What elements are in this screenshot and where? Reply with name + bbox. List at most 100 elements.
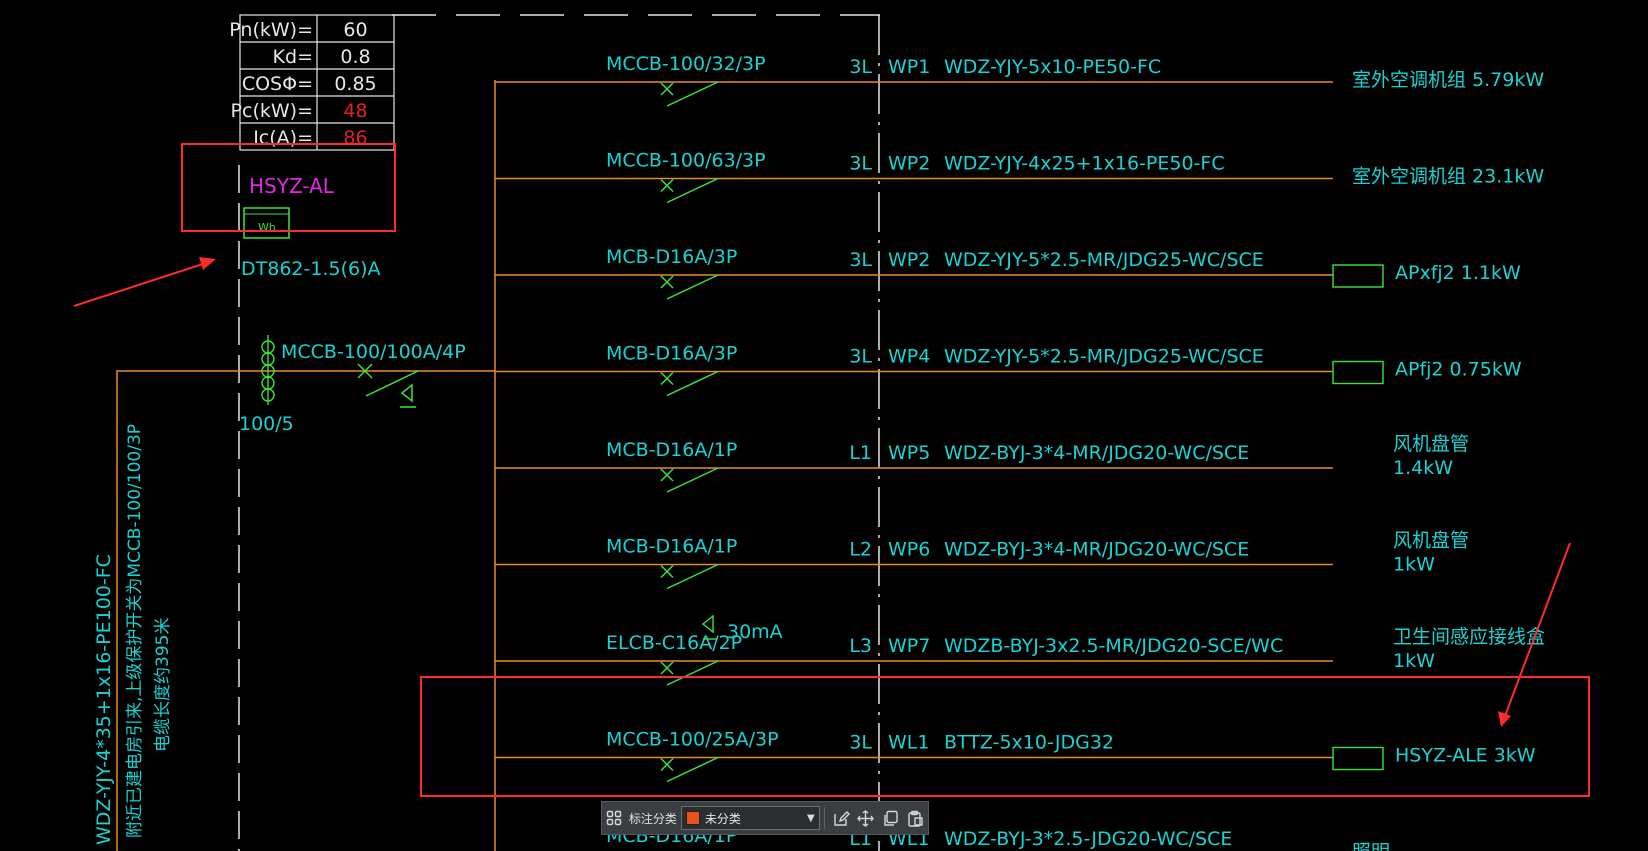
edit-icon[interactable] xyxy=(829,805,854,831)
circuit-cable-spec: BTTZ-5x10-JDG32 xyxy=(944,732,1114,754)
circuit-breaker-label: MCB-D16A/1P xyxy=(606,439,737,461)
highlight-box-circuit xyxy=(420,676,1590,797)
circuit-phase: 3L xyxy=(849,153,872,175)
circuit-id: WL1 xyxy=(888,732,929,754)
circuit-phase: L2 xyxy=(849,539,872,561)
frame-lines xyxy=(116,14,880,851)
param-value: 86 xyxy=(343,127,367,149)
meter-model: DT862-1.5(6)A xyxy=(241,258,381,280)
toolbar-divider xyxy=(823,807,825,829)
circuit-breaker-label: ELCB-C16A/2P xyxy=(606,632,742,654)
energy-meter-symbol xyxy=(243,207,290,239)
move-icon[interactable] xyxy=(854,805,879,831)
circuit-id: WP7 xyxy=(888,635,930,657)
load-description: 照明 xyxy=(1352,841,1390,851)
circuit-id: WP6 xyxy=(888,539,930,561)
load-box-symbol xyxy=(1332,360,1384,385)
breaker-contact xyxy=(666,177,719,204)
param-label: Pc(kW)= xyxy=(231,100,313,122)
load-description: 室外空调机组 5.79kW xyxy=(1352,69,1544,91)
circuit-id: WP2 xyxy=(888,153,930,175)
main-breaker-label: MCCB-100/100A/4P xyxy=(281,341,466,363)
circuit-breaker-label: MCCB-100/25A/3P xyxy=(606,729,779,751)
annotation-category-label: 标注分类 xyxy=(628,811,677,826)
load-description: 卫生间感应接线盒 xyxy=(1393,626,1545,648)
breaker-contact xyxy=(666,370,719,397)
annotations xyxy=(73,143,1590,797)
breaker-contact xyxy=(666,756,719,783)
incoming-line xyxy=(116,370,495,851)
breaker-cross xyxy=(660,757,674,772)
param-label: Ic(A)= xyxy=(253,127,313,149)
load-description: 风机盘管 xyxy=(1393,530,1469,552)
circuit-cable-spec: WDZ-BYJ-3*4-MR/JDG20-WC/SCE xyxy=(944,539,1249,561)
breaker-contact xyxy=(666,467,719,493)
incoming-cable-spec: WDZ-YJY-4*35+1x16-PE100-FC xyxy=(93,554,115,845)
rcd-symbol xyxy=(701,614,714,634)
circuit-phase: 3L xyxy=(849,732,872,754)
breaker-cross xyxy=(660,178,674,193)
breaker-cross xyxy=(660,468,674,482)
circuit-id: WP1 xyxy=(888,56,930,78)
breaker-cross xyxy=(660,82,674,96)
breaker-cross xyxy=(660,564,674,579)
panel-info: HSYZ-AL Wh DT862-1.5(6)A 100/5 MCCB-100/… xyxy=(239,174,466,435)
ct-ratio: 100/5 xyxy=(239,413,294,435)
circuit-cable-spec: WDZ-YJY-5*2.5-MR/JDG25-WC/SCE xyxy=(944,249,1264,271)
main-breaker-symbol xyxy=(357,363,419,408)
param-value: 48 xyxy=(343,100,367,122)
breaker-contact xyxy=(666,660,719,686)
circuit-cable-spec: WDZB-BYJ-3x2.5-MR/JDG20-SCE/WC xyxy=(944,635,1283,657)
annotation-category-value: 未分类 xyxy=(704,811,741,826)
copy-icon[interactable] xyxy=(878,805,903,831)
circuit-phase: 3L xyxy=(849,346,872,368)
load-box-symbol xyxy=(1332,746,1384,771)
incoming-cable-source: 附近已建电房引来,上级保护开关为MCCB-100/100/3P xyxy=(125,424,145,838)
paste-icon[interactable] xyxy=(903,805,928,831)
chevron-down-icon: ▼ xyxy=(807,812,815,824)
load-description: APfj2 0.75kW xyxy=(1395,359,1522,381)
circuit-cable-spec: WDZ-YJY-5x10-PE50-FC xyxy=(944,56,1161,78)
param-label: COSΦ= xyxy=(242,73,313,95)
annotation-category-select[interactable]: 未分类 ▼ xyxy=(680,806,820,830)
annotation-toolbar: 标注分类 未分类 ▼ xyxy=(601,801,929,835)
circuit-id: WP2 xyxy=(888,249,930,271)
circuit-cable-spec: WDZ-YJY-5*2.5-MR/JDG25-WC/SCE xyxy=(944,346,1264,368)
circuit-cable-spec: WDZ-YJY-4x25+1x16-PE50-FC xyxy=(944,153,1225,175)
param-label: Pn(kW)= xyxy=(229,19,313,41)
circuit-breaker-label: MCB-D16A/3P xyxy=(606,246,737,268)
circuit-breaker-label: MCCB-100/32/3P xyxy=(606,53,766,75)
breaker-cross xyxy=(660,371,674,386)
breaker-cross xyxy=(660,275,674,289)
param-value: 0.85 xyxy=(334,73,376,95)
current-transformer-symbol xyxy=(261,335,275,405)
param-label: Kd= xyxy=(273,46,313,68)
circuit-cable-spec: WDZ-BYJ-3*4-MR/JDG20-WC/SCE xyxy=(944,442,1249,464)
annotation-arrow-left xyxy=(73,257,216,307)
circuit-id: WP5 xyxy=(888,442,930,464)
load-description: 1kW xyxy=(1393,650,1435,672)
load-description: 1.4kW xyxy=(1393,457,1453,479)
circuit-breaker-label: MCCB-100/63/3P xyxy=(606,150,766,172)
circuit-id: WP4 xyxy=(888,346,930,368)
param-value: 0.8 xyxy=(340,46,370,68)
energy-meter-label: Wh xyxy=(258,221,276,234)
outgoing-circuits: MCCB-100/32/3P 3L WP1 WDZ-YJY-5x10-PE50-FC 室… xyxy=(495,53,1545,851)
load-box-symbol xyxy=(1332,264,1384,288)
load-description: 室外空调机组 23.1kW xyxy=(1352,166,1544,188)
load-description: 1kW xyxy=(1393,554,1435,576)
incoming-cable-notes: WDZ-YJY-4*35+1x16-PE100-FC 附近已建电房引来,上级保护… xyxy=(93,424,173,845)
breaker-contact xyxy=(666,81,719,107)
grid-icon[interactable] xyxy=(602,805,627,831)
circuit-cable-spec: WDZ-BYJ-3*2.5-JDG20-WC/SCE xyxy=(944,828,1232,850)
param-value: 60 xyxy=(343,19,367,41)
breaker-contact xyxy=(666,563,719,590)
circuit-row: MCCB-100/63/3P 3L WP2 WDZ-YJY-4x25+1x16-PE5… xyxy=(495,150,1544,204)
